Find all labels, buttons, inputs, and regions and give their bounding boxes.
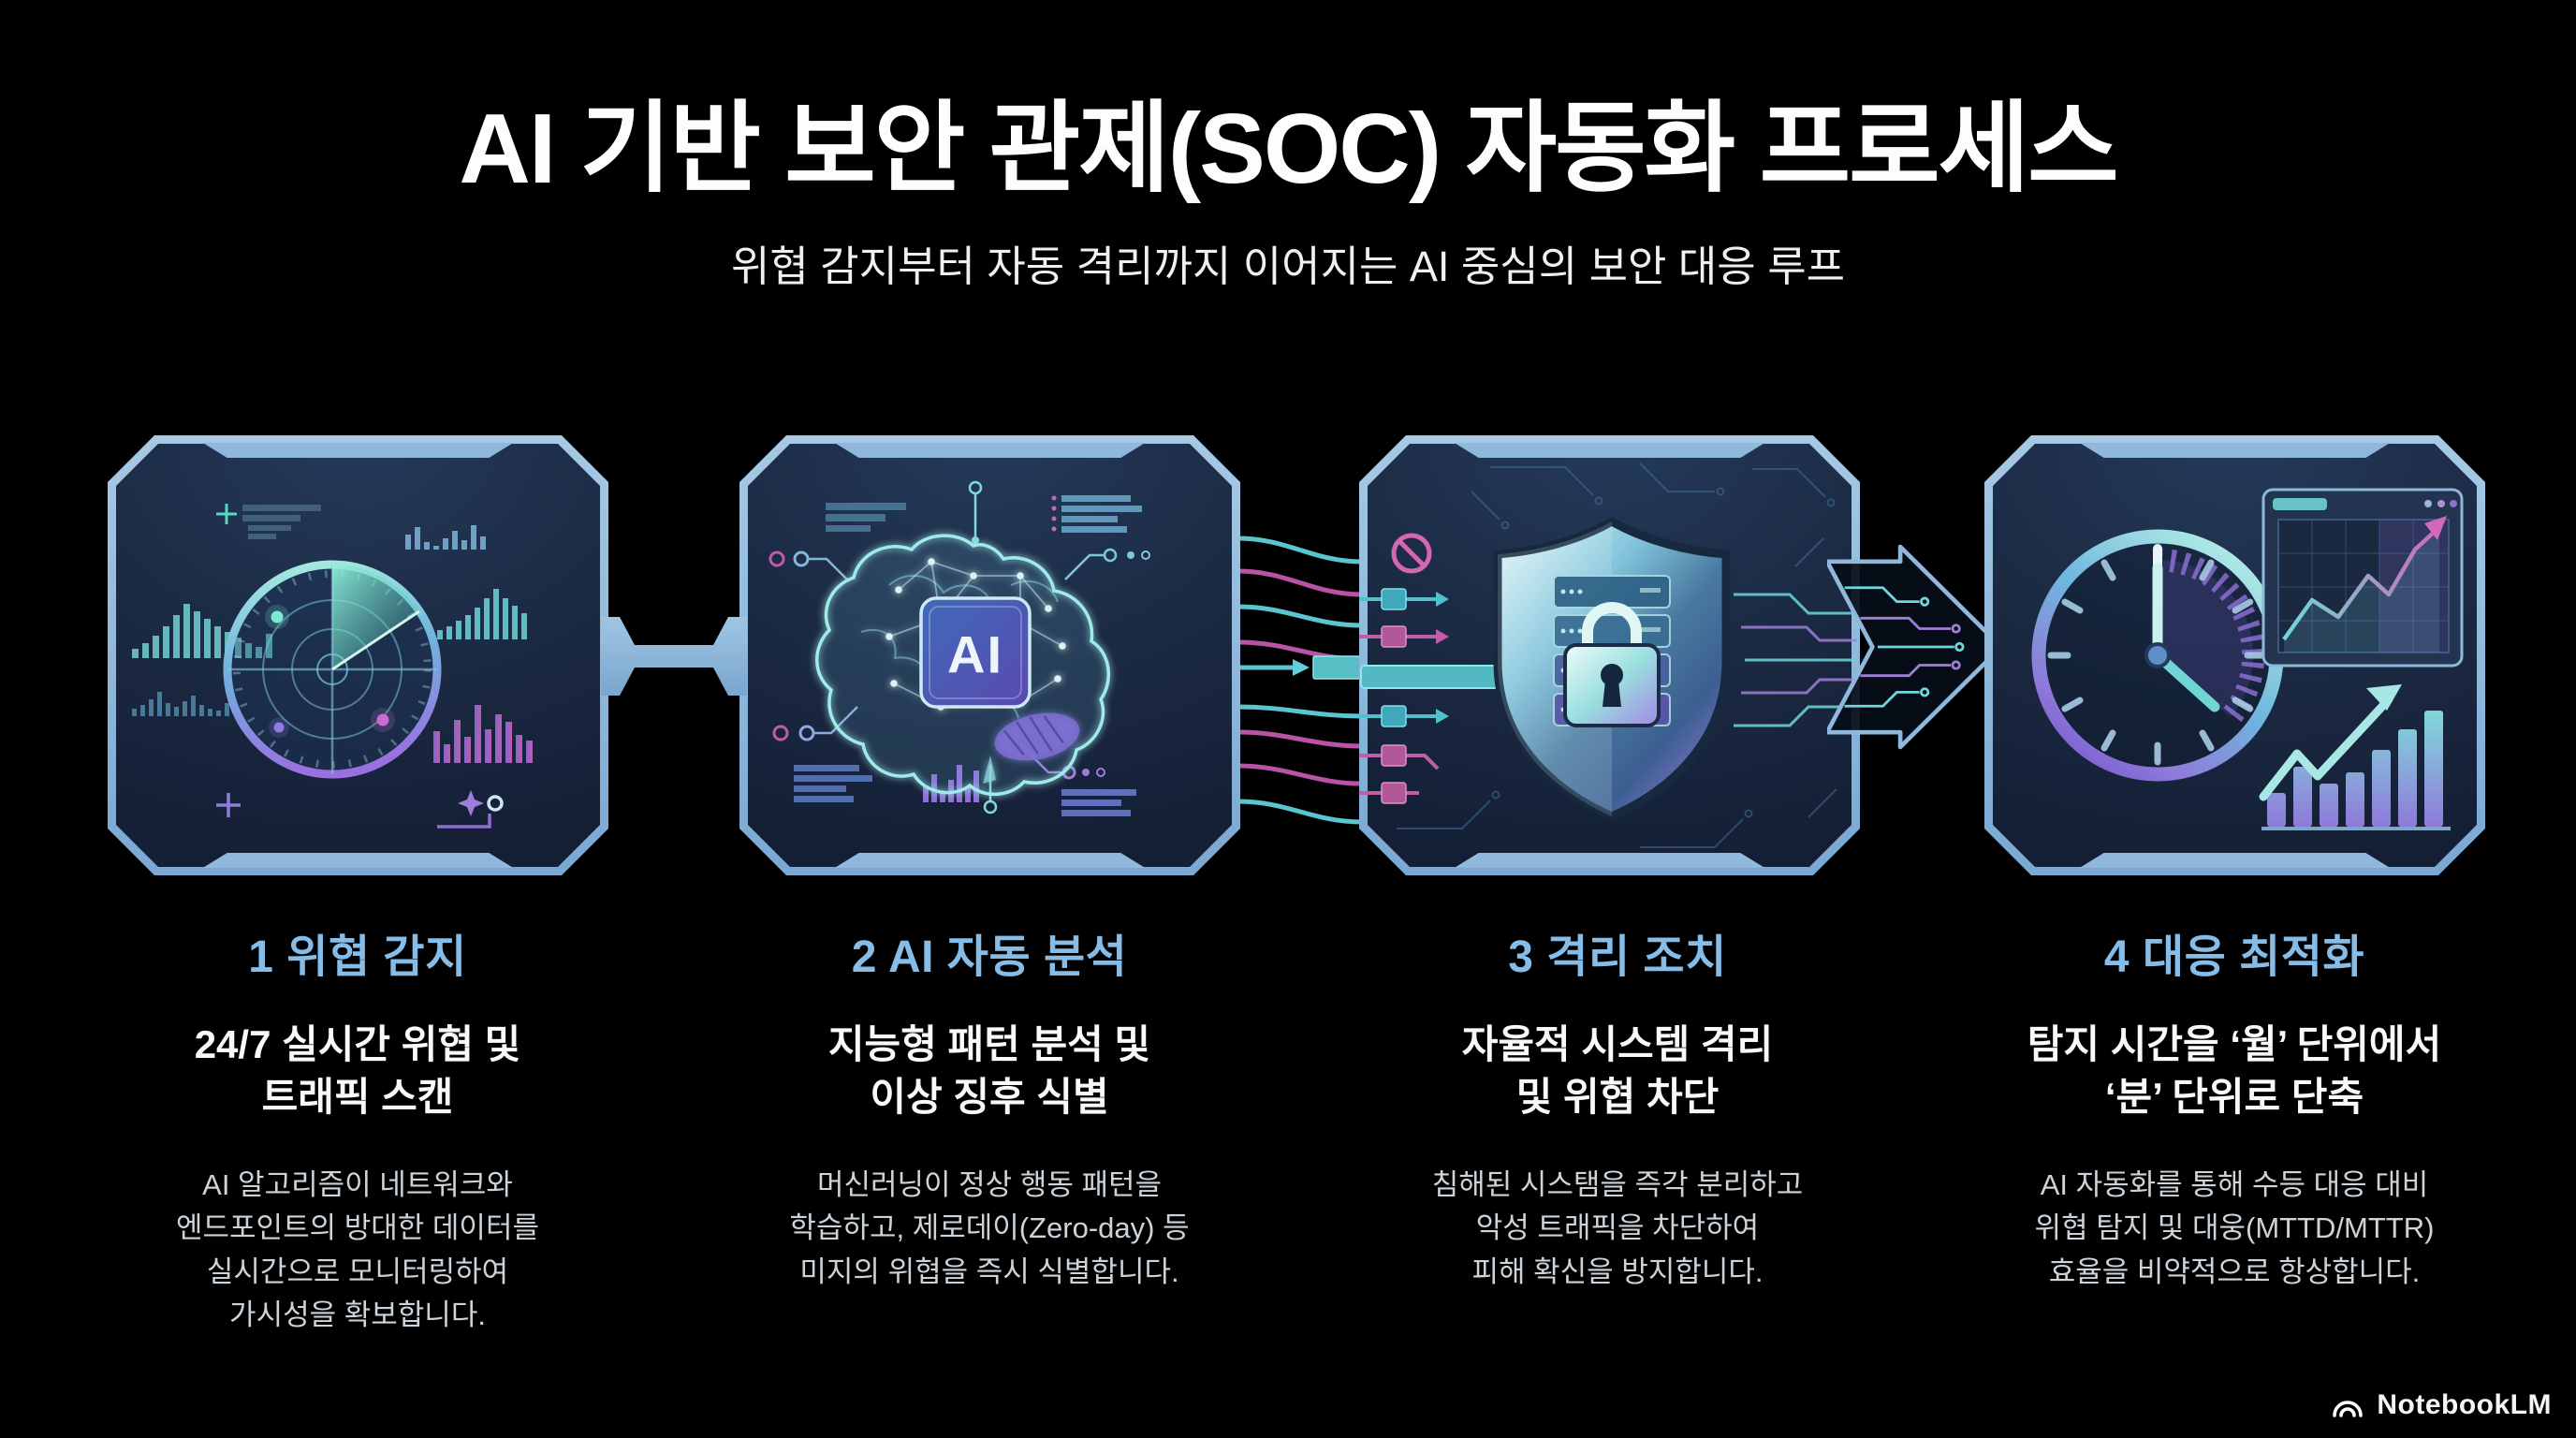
step-title: 1 위협 감지 [58, 919, 657, 985]
step-text-4: 4 대응 최적화 탐지 시간을 ‘월’ 단위에서 ‘분’ 단위로 단축 AI 자… [1935, 919, 2534, 1294]
trend-chart-window [2261, 488, 2464, 668]
frame-tab [835, 443, 1146, 458]
step-subtitle: 24/7 실시간 위협 및 트래픽 스캔 [194, 1022, 521, 1120]
clock-hands [2144, 563, 2220, 712]
frame-tab [2080, 443, 2391, 458]
padlock-icon [1563, 602, 1661, 727]
trend-arrow-head [2424, 516, 2447, 540]
step-number: 1 [248, 932, 274, 982]
step-title-label: 대응 최적화 [2142, 932, 2365, 982]
speed-sector [2158, 559, 2254, 717]
radar-sweep [332, 565, 419, 669]
shield-lock-icon [1359, 462, 1857, 848]
exit-traces [1734, 593, 1857, 727]
page-subtitle: 위협 감지부터 자동 격리까지 이어지는 AI 중심의 보안 대응 루프 [730, 242, 1846, 290]
clock-metrics-icon [2031, 488, 2464, 830]
shield [1493, 516, 1731, 821]
connector-plug-1-2 [601, 617, 747, 696]
step-title: 2 AI 자동 분석 [690, 919, 1289, 985]
step-subtitle: 자율적 시스템 격리 및 위협 차단 [1461, 1022, 1774, 1120]
bars-top-right [405, 525, 486, 550]
rising-arrow [2259, 695, 2393, 801]
step-card-isolation [1359, 435, 1860, 875]
step-description: 침해된 시스탬을 즉각 분리하고 악성 트래픽을 차단하여 피해 확신을 방지합… [1431, 1167, 1804, 1288]
plus-mark-bottom-left [216, 793, 241, 817]
step-card-ai-analysis: AI [739, 435, 1240, 875]
bars-right-purple [433, 705, 533, 763]
step-text-2: 2 AI 자동 분석 지능형 패턴 분석 및 이상 징후 식별 머신러닝이 정상… [690, 919, 1289, 1294]
growth-bar-chart [2259, 684, 2451, 830]
step-card-threat-detection [108, 435, 608, 875]
connector-dataflow-2-3 [1238, 536, 1362, 825]
step-description: AI 자동화를 통해 수등 대응 대비 위협 탐지 및 대웅(MTTD/MTTR… [2034, 1167, 2435, 1288]
circuit-board-traces [1397, 462, 1837, 848]
bars-right-mid [437, 589, 527, 639]
frame-tab [203, 443, 514, 458]
step-subtitle: 탐지 시간을 ‘월’ 단위에서 ‘분’ 단위로 단축 [2027, 1022, 2442, 1120]
step-card-optimization [1984, 435, 2485, 875]
cerebellum [994, 712, 1080, 761]
connector-circuit-arrow-3-4 [1827, 544, 2001, 750]
step-title: 4 대응 최적화 [1935, 919, 2534, 985]
step-subtitle: 지능형 패턴 분석 및 이상 징후 식별 [827, 1022, 1151, 1120]
step-title: 3 격리 조치 [1318, 919, 1917, 985]
page-title: AI 기반 보안 관제(SOC) 자동화 프로세스 [459, 94, 2118, 204]
step-text-1: 1 위협 감지 24/7 실시간 위협 및 트래픽 스캔 AI 알고리즘이 네트… [58, 919, 657, 1338]
frame-tab [2080, 853, 2391, 868]
frame-tab [835, 853, 1146, 868]
step-description: 머신러닝이 정상 행동 패턴을 학습하고, 제로데이(Zero-day) 등 미… [789, 1167, 1190, 1288]
hud-marks-bottom-right [437, 790, 504, 829]
step-title-label: 격리 조치 [1546, 932, 1727, 982]
step-title-label: 위협 감지 [286, 932, 467, 982]
radar-blips [265, 605, 395, 738]
ai-brain-icon: AI [768, 480, 1150, 816]
step-number: 3 [1508, 932, 1534, 982]
step-number: 4 [2103, 932, 2130, 982]
hud-marks-top-left [216, 504, 321, 539]
step-title-label: AI 자동 분석 [887, 932, 1128, 982]
frame-tab [1455, 853, 1765, 868]
ai-chip-label: AI [947, 625, 1003, 684]
ai-chip: AI [919, 596, 1032, 709]
frame-tab [1455, 443, 1765, 458]
circuit-decor-top [768, 480, 1150, 582]
step-number: 2 [851, 932, 877, 982]
clock [2031, 529, 2284, 782]
clock-ticks [2047, 559, 2268, 766]
block-icon [1391, 533, 1432, 574]
notebooklm-logo-icon [2333, 1401, 2364, 1417]
step-description: AI 알고리즘이 네트워크와 엔드포인트의 방대한 데이터를 실시간으로 모니터… [176, 1167, 539, 1332]
notebooklm-watermark: NotebookLM [2328, 1389, 2552, 1421]
blocked-traffic-rows [1359, 533, 1504, 804]
step-text-3: 3 격리 조치 자율적 시스템 격리 및 위협 차단 침해된 시스탬을 즉각 분… [1318, 919, 1917, 1294]
notebooklm-label: NotebookLM [2377, 1389, 2552, 1420]
traffic-bars-left-small [132, 692, 229, 716]
radar-icon [132, 504, 533, 829]
frame-tab [203, 853, 514, 868]
